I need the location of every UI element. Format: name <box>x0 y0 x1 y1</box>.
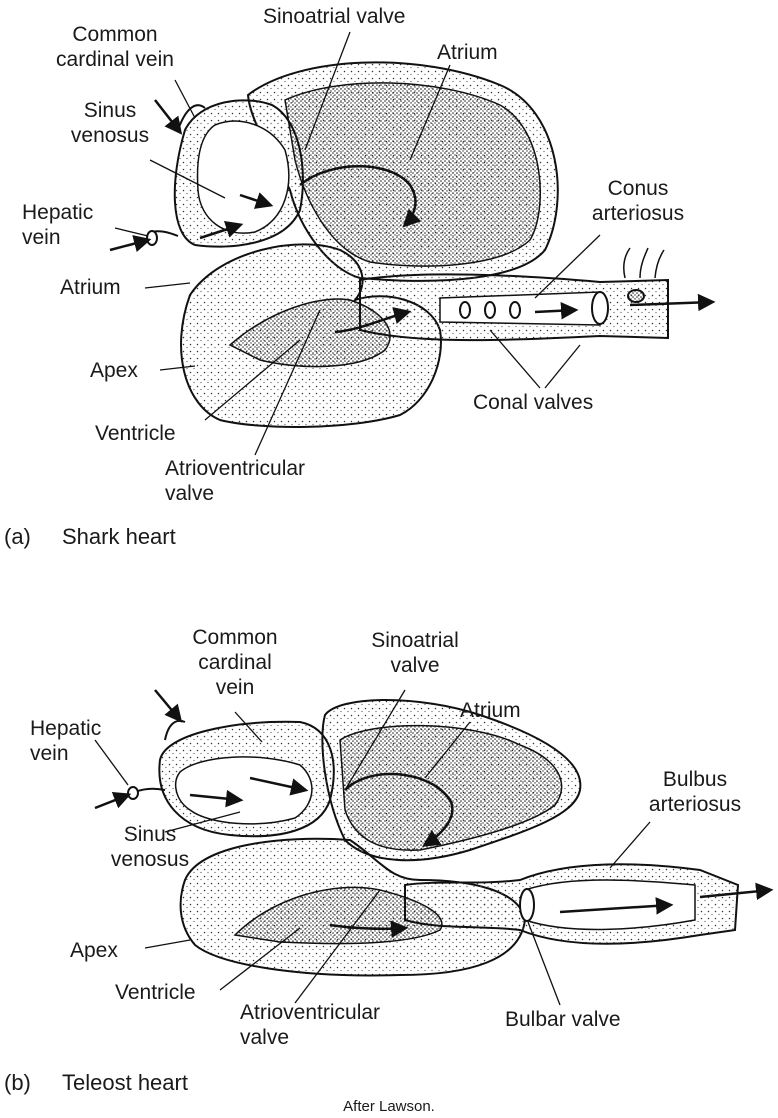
shark-label-conus-arteriosus: Conus arteriosus <box>591 177 685 225</box>
teleost-label-atrium: Atrium <box>460 699 521 722</box>
teleost-label-apex: Apex <box>70 939 118 962</box>
shark-flow-arrows <box>109 99 716 334</box>
shark-label-ventricle: Ventricle <box>95 422 176 445</box>
teleost-label-atrioventricular-valve: Atrioventricular valve <box>240 1001 381 1049</box>
teleost-flow-arrows <box>94 689 774 938</box>
shark-label-atrioventricular-valve: Atrioventricular valve <box>165 457 306 505</box>
shark-label-sinus-venosus: Sinus venosus <box>70 99 150 147</box>
shark-label-conal-valves: Conal valves <box>473 391 594 414</box>
teleost-caption: (b) Teleost heart <box>4 1070 188 1096</box>
teleost-label-common-cardinal-vein: Common cardinal vein <box>192 626 278 699</box>
teleost-heart-drawing <box>127 699 740 977</box>
teleost-caption-letter: (b) <box>4 1070 31 1095</box>
shark-label-hepatic-vein: Hepatic vein <box>22 201 94 249</box>
teleost-caption-title: Teleost heart <box>62 1070 188 1095</box>
image-credit: After Lawson. <box>343 1098 435 1115</box>
teleost-label-sinus-venosus: Sinus venosus <box>110 823 190 871</box>
shark-label-apex: Apex <box>90 359 138 382</box>
teleost-label-sinoatrial-valve: Sinoatrial valve <box>371 629 459 677</box>
shark-caption: (a) Shark heart <box>4 524 176 550</box>
shark-caption-title: Shark heart <box>62 524 176 549</box>
shark-label-atrium-top: Atrium <box>437 41 498 64</box>
shark-leader-lines <box>114 31 601 456</box>
shark-label-common-cardinal-vein: Common cardinal vein <box>56 23 174 71</box>
shark-caption-letter: (a) <box>4 524 31 549</box>
shark-label-atrium-left: Atrium <box>60 276 121 299</box>
teleost-label-bulbar-valve: Bulbar valve <box>505 1008 621 1031</box>
teleost-label-hepatic-vein: Hepatic vein <box>30 717 102 765</box>
teleost-label-ventricle: Ventricle <box>115 981 196 1004</box>
teleost-leader-lines <box>94 689 651 1006</box>
shark-heart-drawing <box>146 61 669 428</box>
shark-label-sinoatrial-valve: Sinoatrial valve <box>263 5 406 28</box>
teleost-label-bulbus-arteriosus: Bulbus arteriosus <box>648 768 742 816</box>
